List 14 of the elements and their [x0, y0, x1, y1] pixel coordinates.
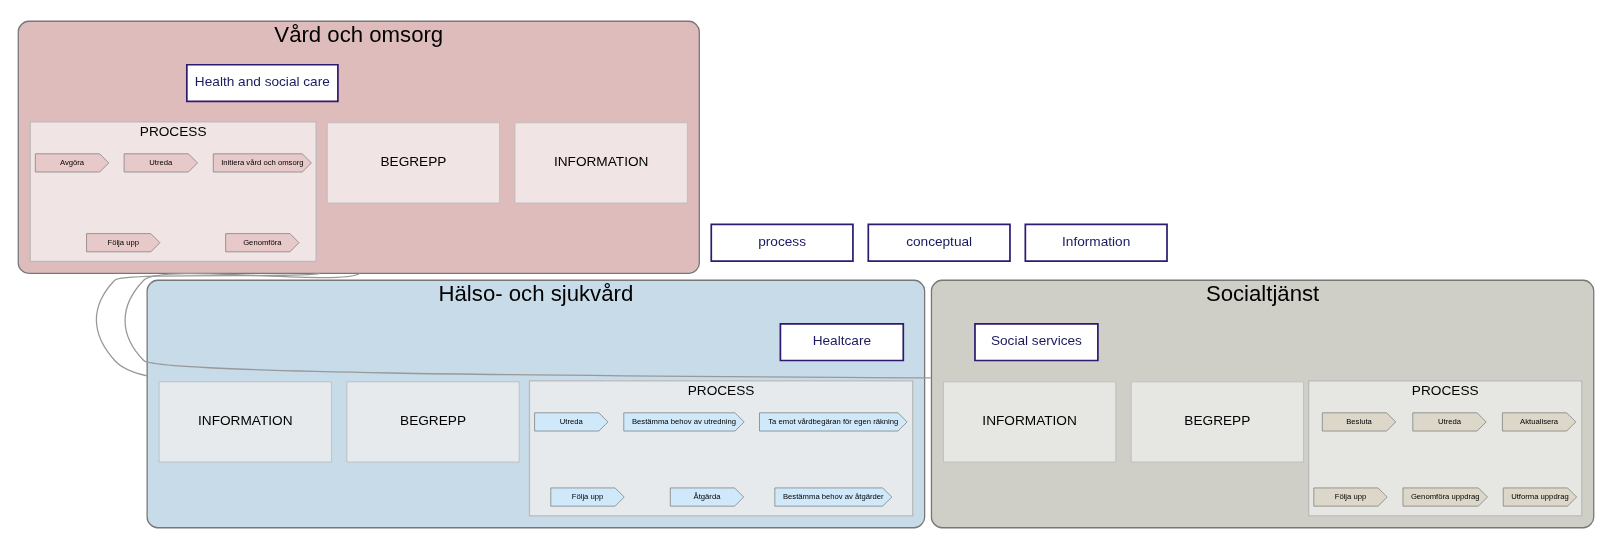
node-box: BEGREPP [326, 122, 501, 204]
node-box: Social services [974, 322, 1099, 362]
node-box: INFORMATION [514, 122, 688, 204]
connector [124, 272, 933, 379]
node-box: Information [1024, 223, 1168, 262]
node-box: process [710, 223, 854, 262]
node-box: INFORMATION [158, 381, 332, 463]
node-box: BEGREPP [1130, 381, 1304, 463]
node-box: INFORMATION [942, 381, 1117, 463]
node-box: Healtcare [779, 322, 905, 362]
node-box: BEGREPP [346, 381, 520, 463]
node-box: conceptual [867, 223, 1011, 262]
connector [95, 272, 321, 377]
node-box: Health and social care [185, 63, 339, 103]
